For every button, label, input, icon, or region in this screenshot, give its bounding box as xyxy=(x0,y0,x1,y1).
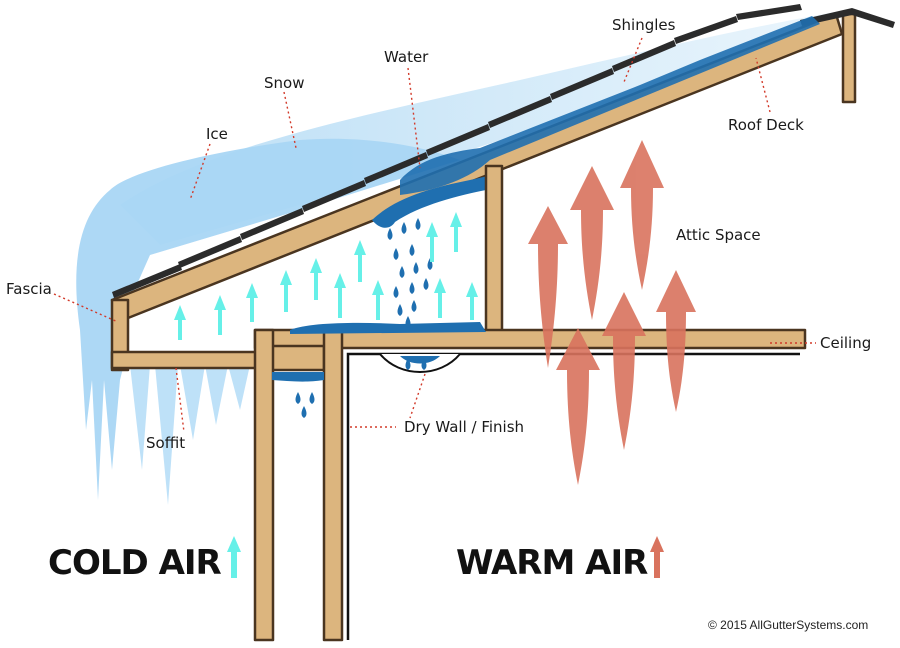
drywall-line xyxy=(346,352,800,640)
water-pool-upper xyxy=(372,176,488,228)
label-ice: Ice xyxy=(206,125,228,143)
ridge-post xyxy=(841,12,857,104)
icicles xyxy=(130,365,250,505)
water-pool-wall xyxy=(272,372,324,382)
top-plate xyxy=(270,344,326,372)
leader-soffit xyxy=(175,367,185,433)
legend-warm-air-arrow xyxy=(650,536,664,578)
label-shingles: Shingles xyxy=(612,16,676,34)
leader-water xyxy=(407,67,421,169)
ridge-cap xyxy=(800,8,895,28)
label-dry-wall: Dry Wall / Finish xyxy=(404,418,524,436)
attic-post xyxy=(484,164,504,334)
ice-mass xyxy=(76,138,460,501)
label-soffit: Soffit xyxy=(146,434,185,452)
label-water: Water xyxy=(384,48,429,66)
label-ceiling: Ceiling xyxy=(820,334,871,352)
legend-warm-air: WARM AIR xyxy=(456,543,648,583)
water-pool-bulge xyxy=(400,356,440,364)
label-roof-deck: Roof Deck xyxy=(728,116,804,134)
water-drops xyxy=(295,218,433,418)
water-pool-ceiling xyxy=(290,322,486,334)
wall-stud-outer xyxy=(253,328,275,642)
label-snow: Snow xyxy=(264,74,304,92)
soffit-board xyxy=(110,350,274,370)
leader-fascia xyxy=(53,293,119,323)
leader-dry-wall-bulge xyxy=(409,373,426,419)
roof-water xyxy=(400,16,820,195)
legend-cold-air: COLD AIR xyxy=(48,543,222,583)
wall-stud-inner xyxy=(322,328,344,642)
label-attic-space: Attic Space xyxy=(676,226,761,244)
copyright-text: © 2015 AllGutterSystems.com xyxy=(708,618,868,632)
leader-roof-deck xyxy=(755,57,771,113)
cold-air-arrows xyxy=(174,212,478,340)
shingles xyxy=(112,4,802,298)
warm-air-arrows xyxy=(528,140,696,485)
legend-cold-air-arrow xyxy=(227,536,241,578)
label-fascia: Fascia xyxy=(6,280,52,298)
